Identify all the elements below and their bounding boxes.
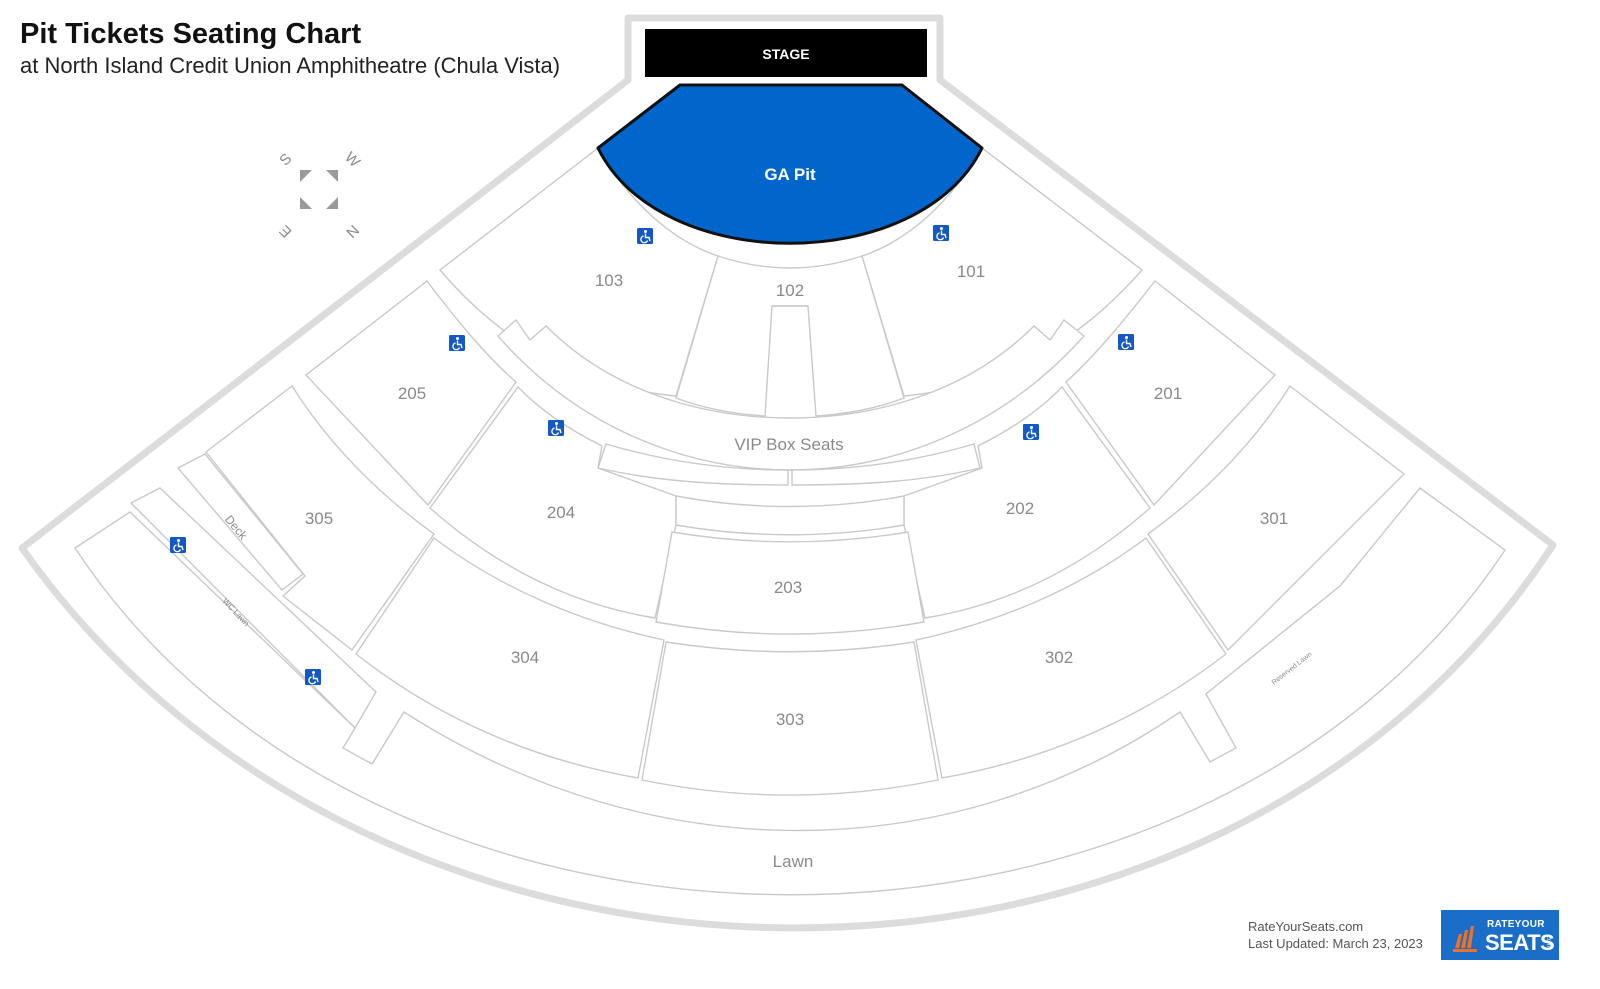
- compass-icon: [300, 170, 338, 209]
- box-seats-lower-right[interactable]: [791, 443, 981, 486]
- label-202: 202: [1006, 499, 1034, 518]
- accessible-icon: [1022, 423, 1040, 441]
- rateyourseats-logo[interactable]: RATEYOUR SEATS .com: [1441, 910, 1559, 960]
- compass-n: N: [342, 221, 362, 241]
- section-deck[interactable]: [176, 453, 305, 591]
- logo-suffix-text: .com: [1545, 934, 1551, 948]
- label-201: 201: [1154, 384, 1182, 403]
- section-303[interactable]: [641, 641, 939, 796]
- section-lawn[interactable]: [74, 487, 1506, 896]
- label-304: 304: [511, 648, 539, 667]
- stage-label: STAGE: [762, 46, 809, 62]
- section-305[interactable]: [205, 384, 435, 652]
- logo-bars-icon: [1453, 926, 1477, 952]
- accessible-icon: [448, 334, 466, 352]
- compass-w: W: [341, 149, 364, 172]
- section-203[interactable]: [655, 531, 925, 635]
- logo-top-text: RATEYOUR: [1487, 919, 1545, 930]
- section-wc-lawn[interactable]: [129, 487, 377, 730]
- page-title: Pit Tickets Seating Chart: [20, 18, 362, 50]
- accessible-icon: [304, 668, 322, 686]
- ga-pit-label: GA Pit: [764, 165, 816, 184]
- accessible-icon: [169, 536, 187, 554]
- label-203: 203: [774, 578, 802, 597]
- label-301: 301: [1260, 509, 1288, 528]
- compass: S W E N: [276, 149, 364, 241]
- stage[interactable]: STAGE: [645, 29, 927, 77]
- compass-e: E: [276, 222, 295, 241]
- section-304[interactable]: [355, 536, 665, 779]
- section-203-cross-aisle: [675, 495, 905, 536]
- accessible-icon: [636, 227, 654, 245]
- page-subtitle: at North Island Credit Union Amphitheatr…: [20, 53, 561, 78]
- section-302[interactable]: [915, 537, 1227, 779]
- accessible-icon: [932, 224, 950, 242]
- label-lawn: Lawn: [773, 852, 814, 871]
- label-204: 204: [547, 503, 575, 522]
- label-205: 205: [398, 384, 426, 403]
- footer: RateYourSeats.com Last Updated: March 23…: [1248, 918, 1423, 952]
- footer-site: RateYourSeats.com: [1248, 919, 1364, 934]
- accessible-icon: [1117, 333, 1135, 351]
- section-301[interactable]: [1147, 384, 1406, 652]
- ga-pit[interactable]: GA Pit: [596, 83, 984, 245]
- logo-main-text: SEATS: [1485, 930, 1555, 955]
- section-204[interactable]: [429, 385, 677, 619]
- section-vip-box-seats[interactable]: [497, 318, 1086, 471]
- label-302: 302: [1045, 648, 1073, 667]
- label-101: 101: [957, 262, 985, 281]
- footer-updated: Last Updated: March 23, 2023: [1248, 936, 1423, 951]
- label-305: 305: [305, 509, 333, 528]
- box-seats-lower-left[interactable]: [597, 443, 789, 486]
- label-102: 102: [776, 281, 804, 300]
- section-202[interactable]: [903, 385, 1151, 619]
- compass-s: S: [276, 150, 295, 169]
- accessible-icon: [547, 419, 565, 437]
- label-103: 103: [595, 271, 623, 290]
- label-vip: VIP Box Seats: [734, 435, 843, 454]
- section-102-left[interactable]: [675, 255, 905, 417]
- label-303: 303: [776, 710, 804, 729]
